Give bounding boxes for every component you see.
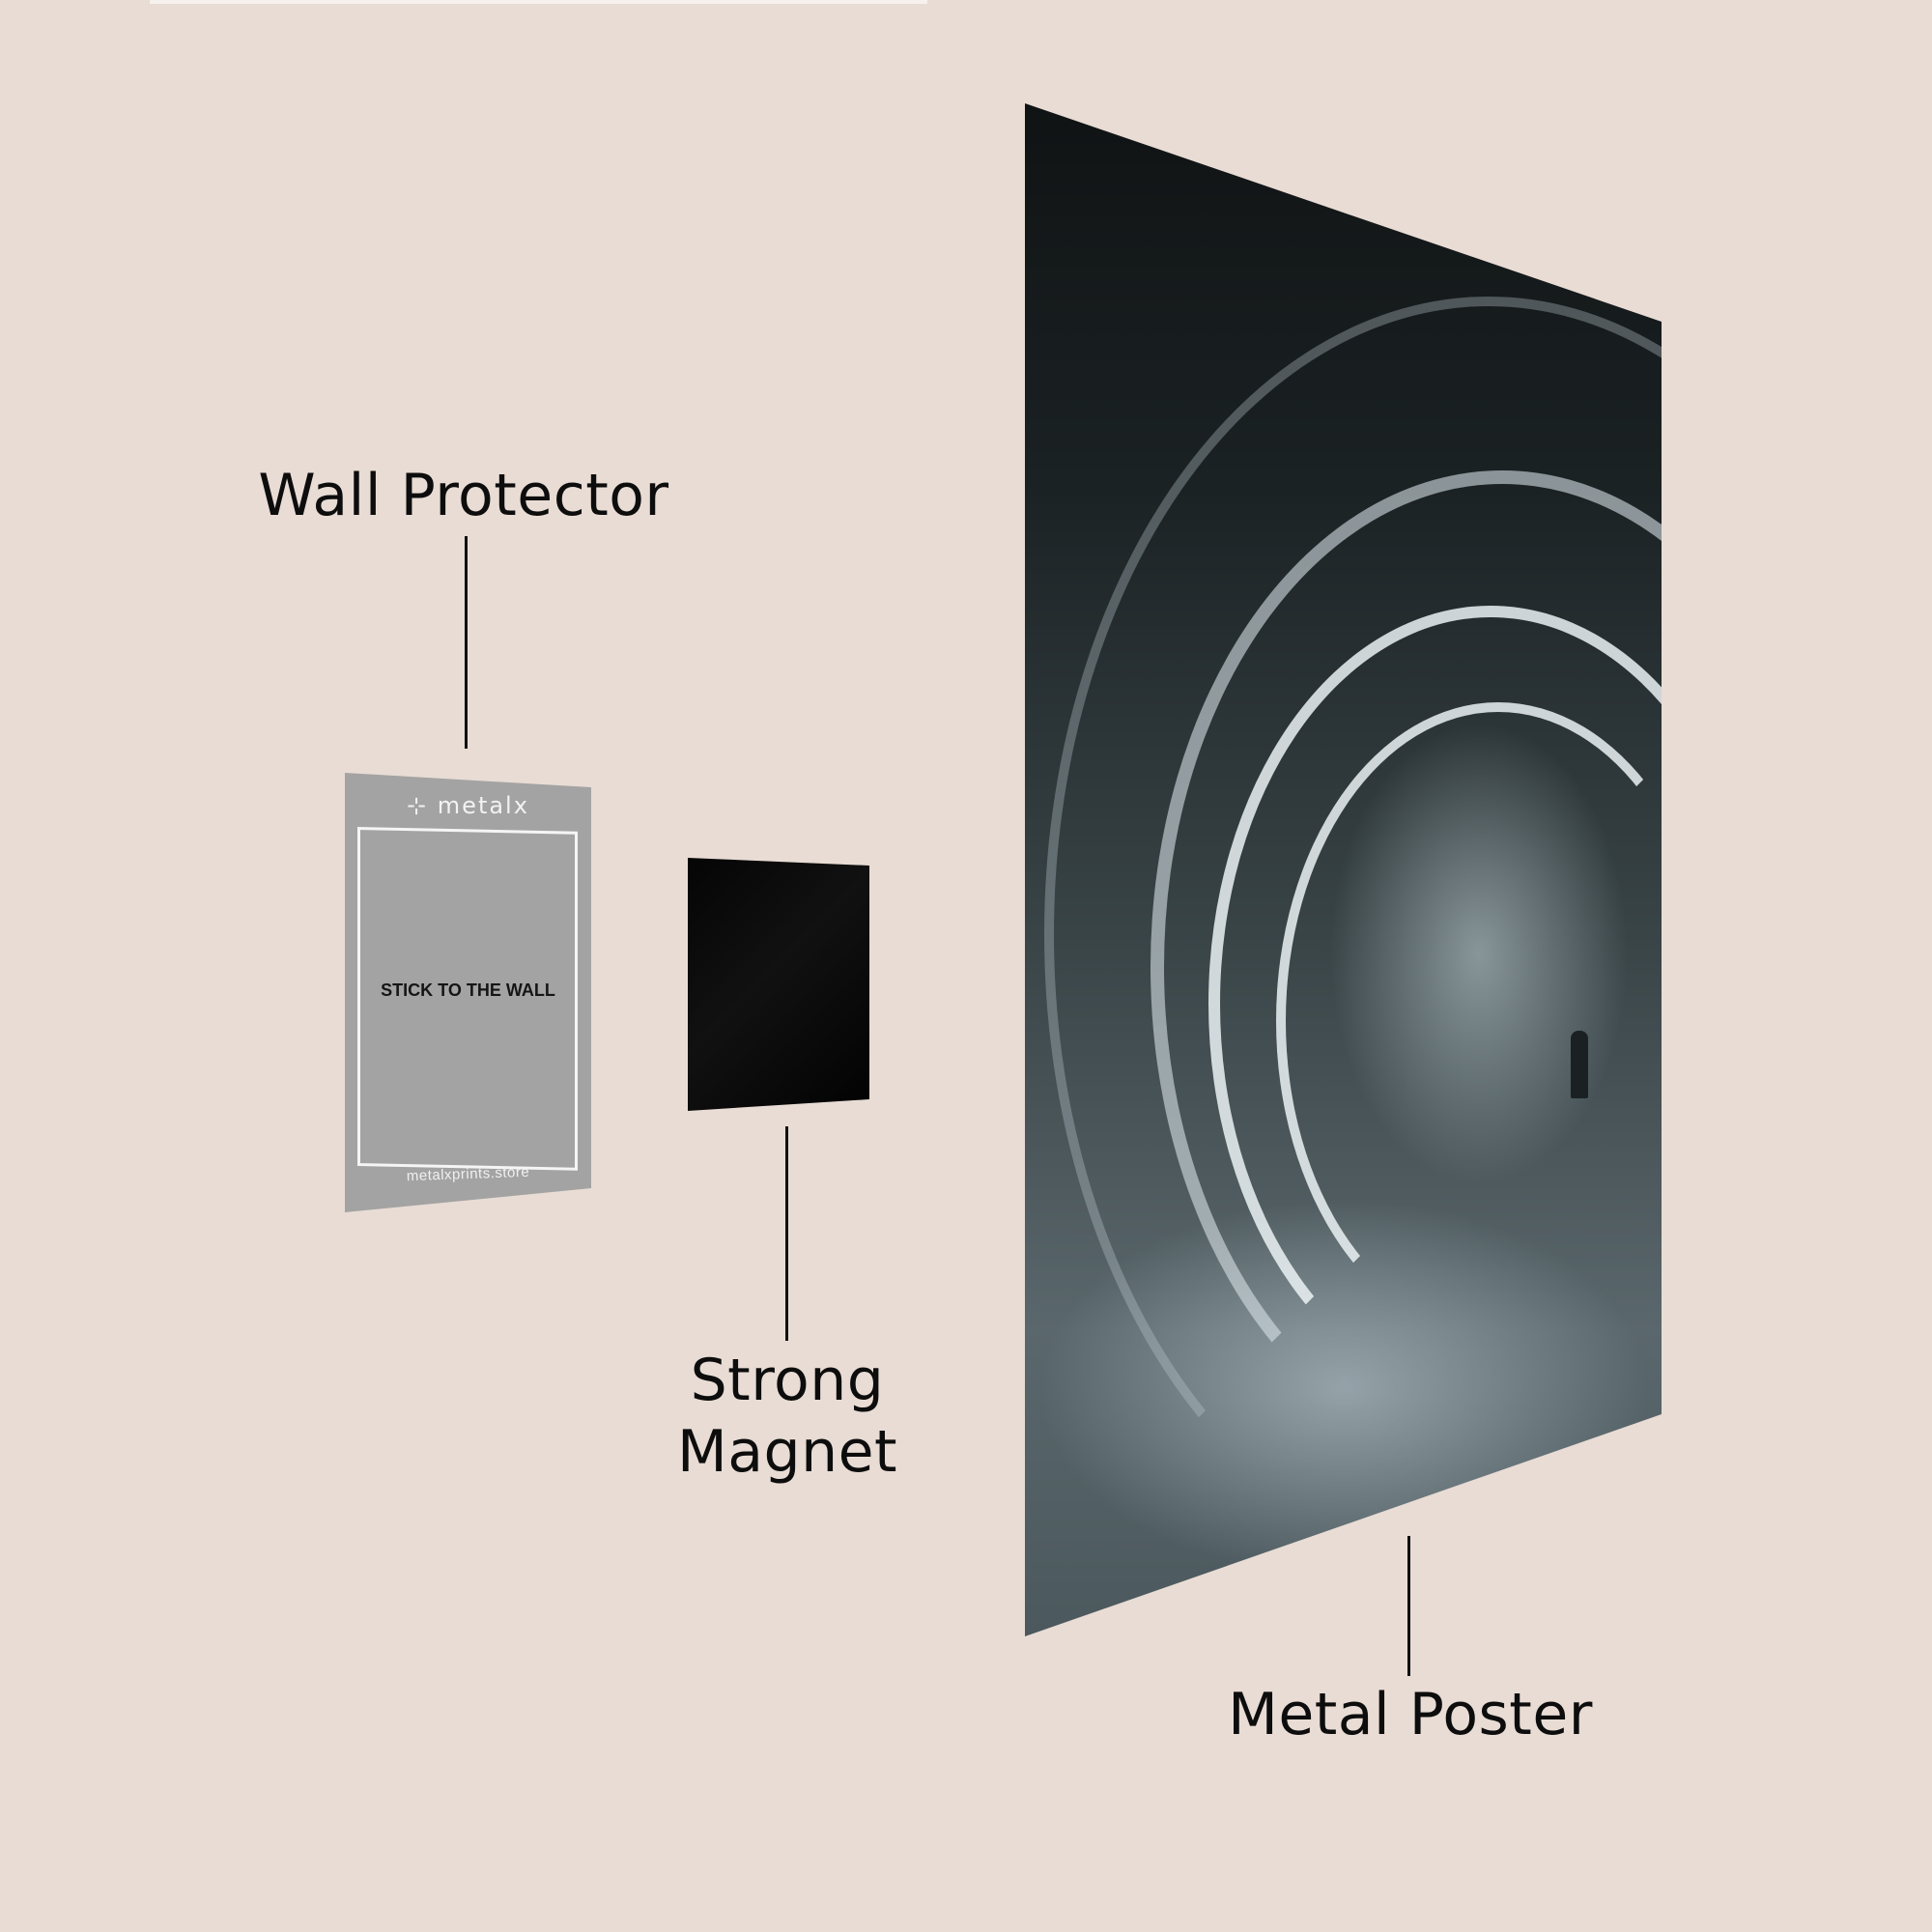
lone-figure — [1571, 1031, 1588, 1098]
strong-magnet-label-line2: Magnet — [676, 1418, 898, 1486]
stick-instruction: STICK TO THE WALL — [381, 980, 555, 1000]
strong-magnet-leader-line — [785, 1126, 788, 1341]
wall-protector-label: Wall Protector — [258, 462, 669, 529]
metalx-logo-icon: ⊹ — [407, 792, 438, 819]
strong-magnet-label: Strong Magnet — [642, 1345, 932, 1488]
metal-poster-leader-line — [1407, 1536, 1410, 1676]
wall-protector-plate: ⊹ metalx STICK TO THE WALL metalxprints.… — [345, 773, 591, 1212]
metal-poster-label: Metal Poster — [1228, 1681, 1593, 1748]
strong-magnet-plate — [688, 858, 869, 1111]
strong-magnet-label-line1: Strong — [690, 1347, 885, 1414]
tunnel-arch-glowing — [1276, 702, 1662, 1340]
top-edge-bar — [150, 0, 927, 4]
metalx-logo: ⊹ metalx — [407, 792, 529, 819]
metal-poster-image — [1025, 103, 1662, 1636]
wall-protector-leader-line — [465, 536, 468, 749]
